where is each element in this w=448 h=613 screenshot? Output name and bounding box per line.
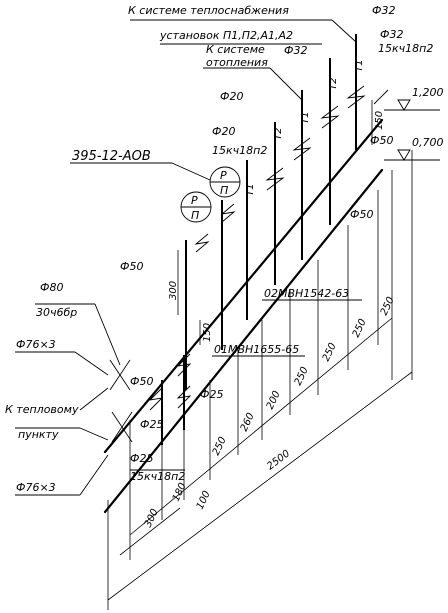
- label-to-heat-point-2: пункту: [18, 428, 59, 441]
- label-d32-mid: Ф32: [284, 44, 307, 57]
- label-t1-third: Т1: [245, 184, 256, 196]
- level-mark-0700: 0,700: [384, 136, 444, 161]
- label-mark-01: 01МВН1655-65: [214, 343, 299, 356]
- gauge-label-n: П: [220, 184, 228, 197]
- label-d32-top: Ф32: [372, 4, 395, 17]
- leader-395-drop: [171, 162, 211, 181]
- leader-d76-top-drop: [74, 351, 109, 376]
- label-t2-right: Т2: [328, 78, 339, 90]
- return-header-pipe: [103, 168, 384, 514]
- valve-symbol-gauge-1: [194, 233, 210, 253]
- leader-heat-point-drop-b: [79, 427, 109, 441]
- supply-header-pipe: [103, 118, 384, 454]
- valve-symbol-d25-b: [176, 385, 192, 409]
- label-heating-system-2: отопления: [206, 56, 268, 69]
- dim-line-total: [107, 371, 413, 601]
- label-dim-150-a: 150: [374, 111, 385, 130]
- gauge-label-p: Р: [220, 169, 227, 182]
- valve-symbol-d25-c: [176, 353, 192, 377]
- gauge-label-p: Р: [191, 194, 198, 207]
- level-triangle: [397, 99, 411, 111]
- valve-symbol-return-in: [111, 411, 133, 443]
- valve-symbol-t2-right: [320, 105, 340, 129]
- label-valve-15kch18p2-a: 15кч18п2: [378, 42, 433, 55]
- label-d50-mid: Ф50: [350, 208, 373, 221]
- valves: [109, 85, 366, 443]
- dim-lower-0: 100: [195, 489, 213, 511]
- dimension-texts: 250 250 250 250 200 260 250 180 300 100 …: [143, 295, 397, 529]
- label-dim-300-v: 300: [168, 281, 179, 300]
- label-valve-15kch18p2-c: 15кч18п2: [130, 470, 185, 483]
- dim-upper-3: 250: [293, 365, 311, 387]
- gauge-label-n: П: [191, 209, 199, 222]
- pressure-gauge-lower: Р П: [180, 191, 212, 223]
- label-t1-left: Т1: [300, 112, 311, 124]
- label-heat-supply-system: К системе теплоснабжения: [128, 4, 289, 17]
- dimension-lines: [107, 100, 413, 610]
- label-units: установок П1,П2,А1,А2: [159, 29, 293, 42]
- label-t2-left: Т2: [273, 128, 284, 140]
- level-triangle: [397, 149, 411, 161]
- label-d20-a: Ф20: [220, 90, 243, 103]
- label-d25-c: Ф25: [130, 452, 153, 465]
- label-d25-b: Ф25: [140, 418, 163, 431]
- level-marks: 1,200 0,700: [384, 86, 444, 161]
- label-to-heat-point: К тепловому: [5, 403, 79, 416]
- label-heating-system: К системе: [206, 43, 265, 56]
- valve-symbol-d25-a: [148, 387, 164, 411]
- leader-lines: [15, 19, 362, 496]
- label-valve-395: 395-12-АОВ: [72, 149, 151, 164]
- label-dim-150-b: 150: [202, 323, 213, 342]
- dim-upper-2: 250: [321, 341, 339, 363]
- leader-d80-drop: [94, 303, 121, 366]
- dim-upper-6: 250: [211, 435, 229, 457]
- label-d50-left: Ф50: [120, 260, 143, 273]
- label-valve-15kch18p2-b: 15кч18п2: [212, 144, 267, 157]
- leader-heat-point-drop-a: [79, 387, 109, 411]
- label-mark-02: 02МВН1542-63: [264, 287, 349, 300]
- pressure-gauges: Р П Р П: [180, 166, 241, 223]
- leader-heating-drop: [269, 67, 303, 101]
- level-label-1200: 1,200: [412, 86, 444, 99]
- level-mark-1200: 1,200: [384, 86, 444, 111]
- valve-symbol-gauge-2: [220, 203, 236, 223]
- label-d76-bottom: Ф76×3: [16, 481, 56, 494]
- pressure-gauge-upper: Р П: [209, 166, 241, 198]
- label-d32-right: Ф32: [380, 28, 403, 41]
- label-d50-lower: Ф50: [130, 375, 153, 388]
- label-d76-top: Ф76×3: [16, 338, 56, 351]
- leader-d76-bottom-drop: [79, 454, 109, 496]
- text-labels: К системе теплоснабжения установок П1,П2…: [5, 4, 433, 494]
- valve-symbol-supply-in: [109, 359, 131, 391]
- valve-symbol-t1-right: [346, 85, 366, 109]
- label-d80: Ф80: [40, 281, 63, 294]
- label-d20-b: Ф20: [212, 125, 235, 138]
- dim-upper-0: 250: [379, 295, 397, 317]
- valve-symbol-t2-left: [265, 167, 285, 191]
- level-label-0700: 0,700: [412, 136, 444, 149]
- dim-upper-8: 300: [143, 507, 161, 529]
- valve-symbol-t1-left: [292, 137, 312, 161]
- label-d50-right: Ф50: [370, 134, 393, 147]
- dim-upper-5: 260: [239, 411, 257, 433]
- header-end-tick: [373, 89, 389, 105]
- leader-heat-supply-drop: [331, 19, 357, 43]
- dim-total: 2500: [265, 448, 292, 472]
- dim-upper-7: 180: [171, 481, 189, 503]
- dim-upper-4: 200: [265, 389, 283, 411]
- main-headers: [103, 89, 389, 514]
- label-t1-right: Т1: [354, 60, 365, 72]
- dim-upper-1: 250: [351, 317, 369, 339]
- label-d25-a: Ф25: [200, 388, 223, 401]
- label-valve-30ch6br: 30ч6бр: [36, 306, 77, 319]
